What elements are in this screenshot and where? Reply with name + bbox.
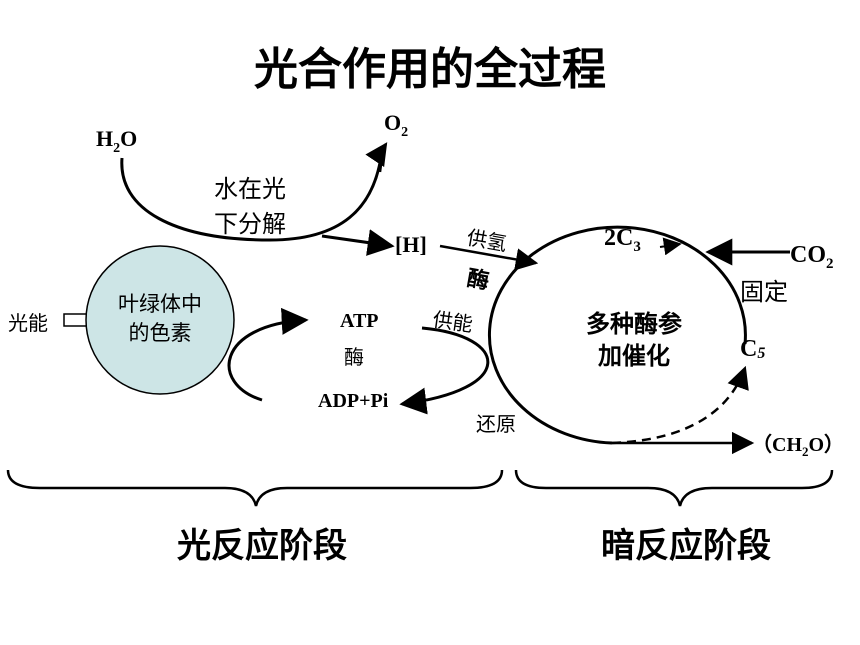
calvin-cycle-arc bbox=[487, 225, 747, 445]
c3-arrowhead bbox=[659, 237, 682, 256]
dark-stage-brace bbox=[514, 469, 834, 507]
co2-label: CO2 bbox=[790, 242, 834, 272]
adp-pi-label: ADP+Pi bbox=[318, 390, 389, 412]
o2-arrow bbox=[365, 142, 388, 173]
pigment-circle bbox=[85, 245, 235, 395]
page-title: 光合作用的全过程 bbox=[254, 44, 606, 95]
dark-stage-label: 暗反应阶段 bbox=[601, 526, 771, 566]
light-stage-brace bbox=[6, 469, 504, 507]
fixation-label: 固定 bbox=[740, 278, 788, 306]
enzyme-bold-label: 酶 bbox=[465, 266, 491, 294]
adp-to-atp-arrow bbox=[227, 307, 309, 402]
pigment-line1: 叶绿体中 bbox=[118, 292, 202, 316]
supply-hydrogen-arrow bbox=[439, 244, 539, 271]
pigment-line2: 的色素 bbox=[129, 321, 192, 345]
regeneration-dashed-arrow bbox=[611, 365, 749, 445]
reduction-label: 还原 bbox=[476, 412, 516, 436]
h2o-label: H2O bbox=[96, 126, 137, 156]
o2-label: O2 bbox=[384, 110, 408, 140]
light-stage-label: 光反应阶段 bbox=[177, 526, 347, 566]
c5-label: C5 bbox=[740, 336, 765, 362]
h-arrow bbox=[321, 229, 395, 256]
water-split-line1: 水在光 bbox=[214, 175, 286, 203]
supply-energy-label: 供能 bbox=[431, 307, 474, 336]
h-label: [H] bbox=[395, 232, 427, 257]
enzymes-line1: 多种酶参 bbox=[586, 310, 682, 338]
atp-label: ATP bbox=[340, 310, 379, 332]
water-split-line2: 下分解 bbox=[214, 210, 286, 238]
atp-to-adp-arrow bbox=[399, 326, 490, 415]
enzyme-label: 酶 bbox=[344, 345, 364, 369]
enzymes-line2: 加催化 bbox=[598, 342, 670, 370]
water-splitting-arc bbox=[120, 149, 384, 242]
c3-label: 2C3 bbox=[604, 225, 641, 255]
light-energy-label: 光能 bbox=[8, 311, 48, 335]
ch2o-label: （CH2O） bbox=[752, 433, 844, 459]
